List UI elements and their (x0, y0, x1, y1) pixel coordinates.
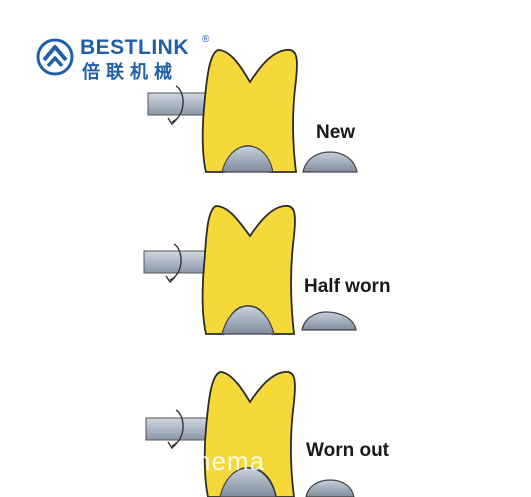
stage-half-worn (143, 204, 357, 335)
brand-chinese-name: 倍联机械 (82, 62, 178, 83)
brand-name: BESTLINK (80, 36, 189, 59)
button-in-bit-worn-out (219, 467, 277, 497)
label-new: New (316, 122, 356, 143)
shank-new (147, 92, 211, 116)
rotation-arrow-head-icon (167, 117, 178, 126)
stage-worn-out (145, 370, 355, 497)
button-profile-half-worn (301, 311, 357, 331)
button-in-bit-half-worn (221, 305, 275, 335)
bestlink-logo: BESTLINK ® 倍联机械 (36, 34, 226, 83)
stage-new (147, 48, 358, 173)
button-in-bit-new (221, 145, 274, 173)
registered-mark: ® (202, 34, 210, 45)
label-half-worn: Half worn (304, 276, 391, 297)
shank-worn-out (145, 417, 211, 441)
watermark-text: nema (196, 446, 266, 476)
rotation-arrow-head-icon (167, 441, 178, 450)
button-profile-new (302, 151, 358, 173)
rotation-arrow-head-icon (165, 275, 176, 284)
bit-body-worn-out (203, 370, 296, 497)
button-profile-worn-out (305, 479, 355, 497)
label-worn-out: Worn out (306, 440, 390, 461)
bestlink-logo-icon (36, 38, 74, 76)
shank-half-worn (143, 250, 211, 274)
